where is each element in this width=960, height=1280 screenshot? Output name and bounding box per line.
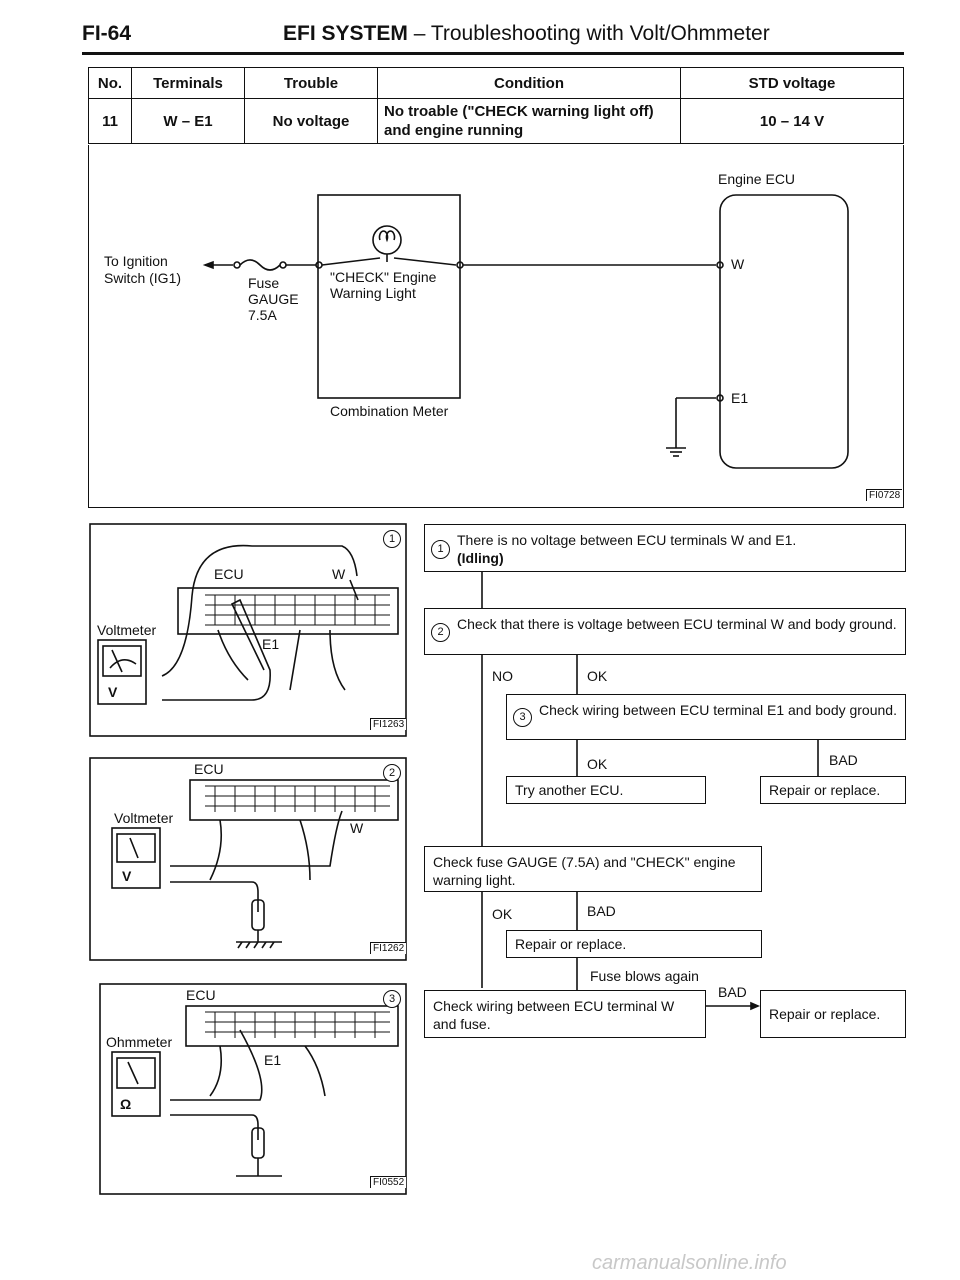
figure-id: FI1263 bbox=[370, 718, 407, 730]
page-title: EFI SYSTEM – Troubleshooting with Volt/O… bbox=[283, 22, 770, 46]
col-header-condition: Condition bbox=[377, 67, 681, 99]
flow-step-2-text: Check that there is voltage between ECU … bbox=[457, 616, 897, 632]
ecu-label: ECU bbox=[194, 761, 224, 777]
branch-bad-label: BAD bbox=[829, 752, 858, 768]
terminal-w-label: W bbox=[731, 256, 745, 272]
meter-symbol: V bbox=[108, 684, 118, 700]
voltmeter-label: Voltmeter bbox=[97, 622, 157, 638]
terminal-e1-label: E1 bbox=[262, 636, 280, 652]
step-number-badge: 3 bbox=[383, 990, 401, 1008]
engine-ecu-box bbox=[719, 194, 849, 469]
repair-box: Repair or replace. bbox=[760, 990, 906, 1038]
terminal-e1-label: E1 bbox=[264, 1052, 282, 1068]
branch-bad-label: BAD bbox=[718, 984, 747, 1000]
figure-id: FI1262 bbox=[370, 942, 407, 954]
fuse-blows-label: Fuse blows again bbox=[590, 968, 699, 984]
circuit-diagram-frame bbox=[88, 145, 904, 508]
cell-std-voltage: 10 – 14 V bbox=[680, 98, 904, 144]
figure-id: FI0728 bbox=[866, 489, 903, 501]
spec-table: No. Terminals Trouble Condition STD volt… bbox=[88, 67, 904, 144]
terminal-e1-label: E1 bbox=[731, 390, 749, 406]
cell-trouble: No voltage bbox=[244, 98, 378, 144]
combination-meter-box bbox=[317, 194, 461, 399]
diagram-3-frame bbox=[99, 983, 407, 1195]
step-number-badge: 1 bbox=[383, 530, 401, 548]
header-rule bbox=[82, 52, 904, 55]
watermark: carmanualsonline.info bbox=[592, 1252, 787, 1274]
cell-terminals: W – E1 bbox=[131, 98, 245, 144]
spec-table-header-row: No. Terminals Trouble Condition STD volt… bbox=[88, 67, 904, 99]
combination-meter-label: Combination Meter bbox=[330, 403, 449, 419]
branch-ok-label: OK bbox=[587, 668, 608, 684]
check-light-label-2: Warning Light bbox=[330, 285, 416, 301]
col-header-no: No. bbox=[88, 67, 132, 99]
figure-id: FI0552 bbox=[370, 1176, 407, 1188]
flow-step-1-text: There is no voltage between ECU terminal… bbox=[457, 532, 797, 548]
voltmeter-label: Voltmeter bbox=[114, 810, 174, 826]
step-number-badge: 1 bbox=[431, 540, 450, 559]
flow-step-1: 1 There is no voltage between ECU termin… bbox=[424, 524, 906, 572]
meter-symbol: V bbox=[122, 868, 132, 884]
table-row: 11 W – E1 No voltage No troable ("CHECK … bbox=[88, 98, 904, 144]
page-code: FI-64 bbox=[82, 22, 132, 45]
check-light-label-1: "CHECK" Engine bbox=[330, 269, 437, 285]
fuse-label: Fuse bbox=[248, 275, 280, 291]
branch-ok-label: OK bbox=[492, 906, 513, 922]
diagram-2-frame bbox=[89, 757, 407, 961]
terminal-w-label: W bbox=[350, 820, 364, 836]
fuse-name-label: GAUGE bbox=[248, 291, 299, 307]
col-header-terminals: Terminals bbox=[131, 67, 245, 99]
meter-symbol: Ω bbox=[120, 1096, 132, 1112]
flow-step-3-text: Check wiring between ECU terminal E1 and… bbox=[539, 702, 897, 718]
page-title-rest: – Troubleshooting with Volt/Ohmmeter bbox=[407, 22, 770, 45]
to-ignition-label: To Ignition Switch (IG1) bbox=[104, 253, 182, 286]
flow-step-2: 2 Check that there is voltage between EC… bbox=[424, 608, 906, 655]
ecu-label: ECU bbox=[186, 987, 216, 1003]
repair-box: Repair or replace. bbox=[760, 776, 906, 804]
flow-step-3: 3 Check wiring between ECU terminal E1 a… bbox=[506, 694, 906, 740]
branch-no-label: NO bbox=[492, 668, 513, 684]
page-title-bold: EFI SYSTEM bbox=[283, 22, 408, 45]
step-number-badge: 2 bbox=[383, 764, 401, 782]
repair-box: Repair or replace. bbox=[506, 930, 762, 958]
fuse-rating-label: 7.5A bbox=[248, 307, 277, 323]
step-number-badge: 3 bbox=[513, 708, 532, 727]
cell-no: 11 bbox=[88, 98, 132, 144]
diagram-1-frame bbox=[89, 523, 407, 737]
check-wiring-box: Check wiring between ECU terminal W and … bbox=[424, 990, 706, 1038]
check-fuse-box: Check fuse GAUGE (7.5A) and "CHECK" engi… bbox=[424, 846, 762, 892]
ecu-label: ECU bbox=[214, 566, 244, 582]
fuse-symbol bbox=[239, 259, 281, 271]
branch-ok-label: OK bbox=[587, 756, 608, 772]
try-another-ecu-box: Try another ECU. bbox=[506, 776, 706, 804]
cell-condition: No troable ("CHECK warning light off) an… bbox=[377, 98, 681, 144]
engine-ecu-label: Engine ECU bbox=[718, 171, 796, 187]
step-number-badge: 2 bbox=[431, 623, 450, 642]
branch-bad-label: BAD bbox=[587, 903, 616, 919]
flow-step-1-sub: (Idling) bbox=[457, 550, 504, 566]
terminal-w-label: W bbox=[332, 566, 346, 582]
ohmmeter-label: Ohmmeter bbox=[106, 1034, 173, 1050]
